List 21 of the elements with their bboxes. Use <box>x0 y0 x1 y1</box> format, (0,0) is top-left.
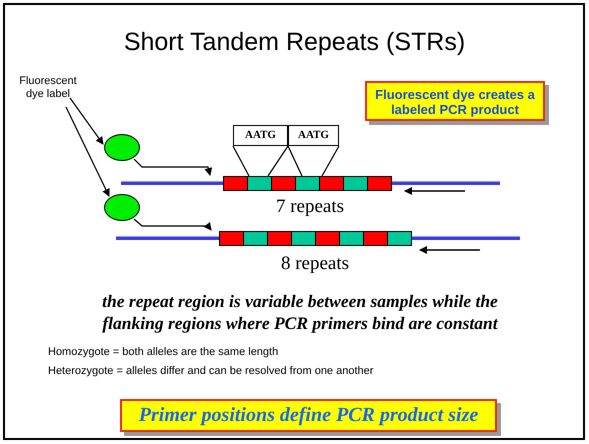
repeat-unit-box: AATG <box>288 125 339 146</box>
connector-line <box>232 146 250 176</box>
callout-text: Fluorescent dye label <box>18 75 78 107</box>
dye-ellipse <box>104 194 140 221</box>
definition-text: Heterozygote = alleles differ and can be resolved from one another <box>48 365 374 377</box>
arrow <box>70 98 104 145</box>
connector-line <box>268 146 288 176</box>
repeat-count-label: 8 repeats <box>280 253 350 275</box>
dye-ellipse <box>104 134 140 161</box>
dna-strand-drawing <box>116 231 520 246</box>
repeat-count-label: 7 repeats <box>274 196 346 218</box>
slide-title: Short Tandem Repeats (STRs) <box>122 28 466 57</box>
connector-line <box>321 146 340 176</box>
dna-strand-drawing <box>121 176 500 191</box>
explanation-text: the repeat region is variable between samples while the flanking regions where PCR primers bind are constant <box>101 290 499 334</box>
connector-line <box>287 146 303 176</box>
arrow <box>134 218 212 231</box>
definition-text: Homozygote = both alleles are the same length <box>48 346 280 358</box>
arrow <box>134 158 212 176</box>
repeat-unit-box: AATG <box>233 125 288 146</box>
arrow <box>65 106 110 197</box>
